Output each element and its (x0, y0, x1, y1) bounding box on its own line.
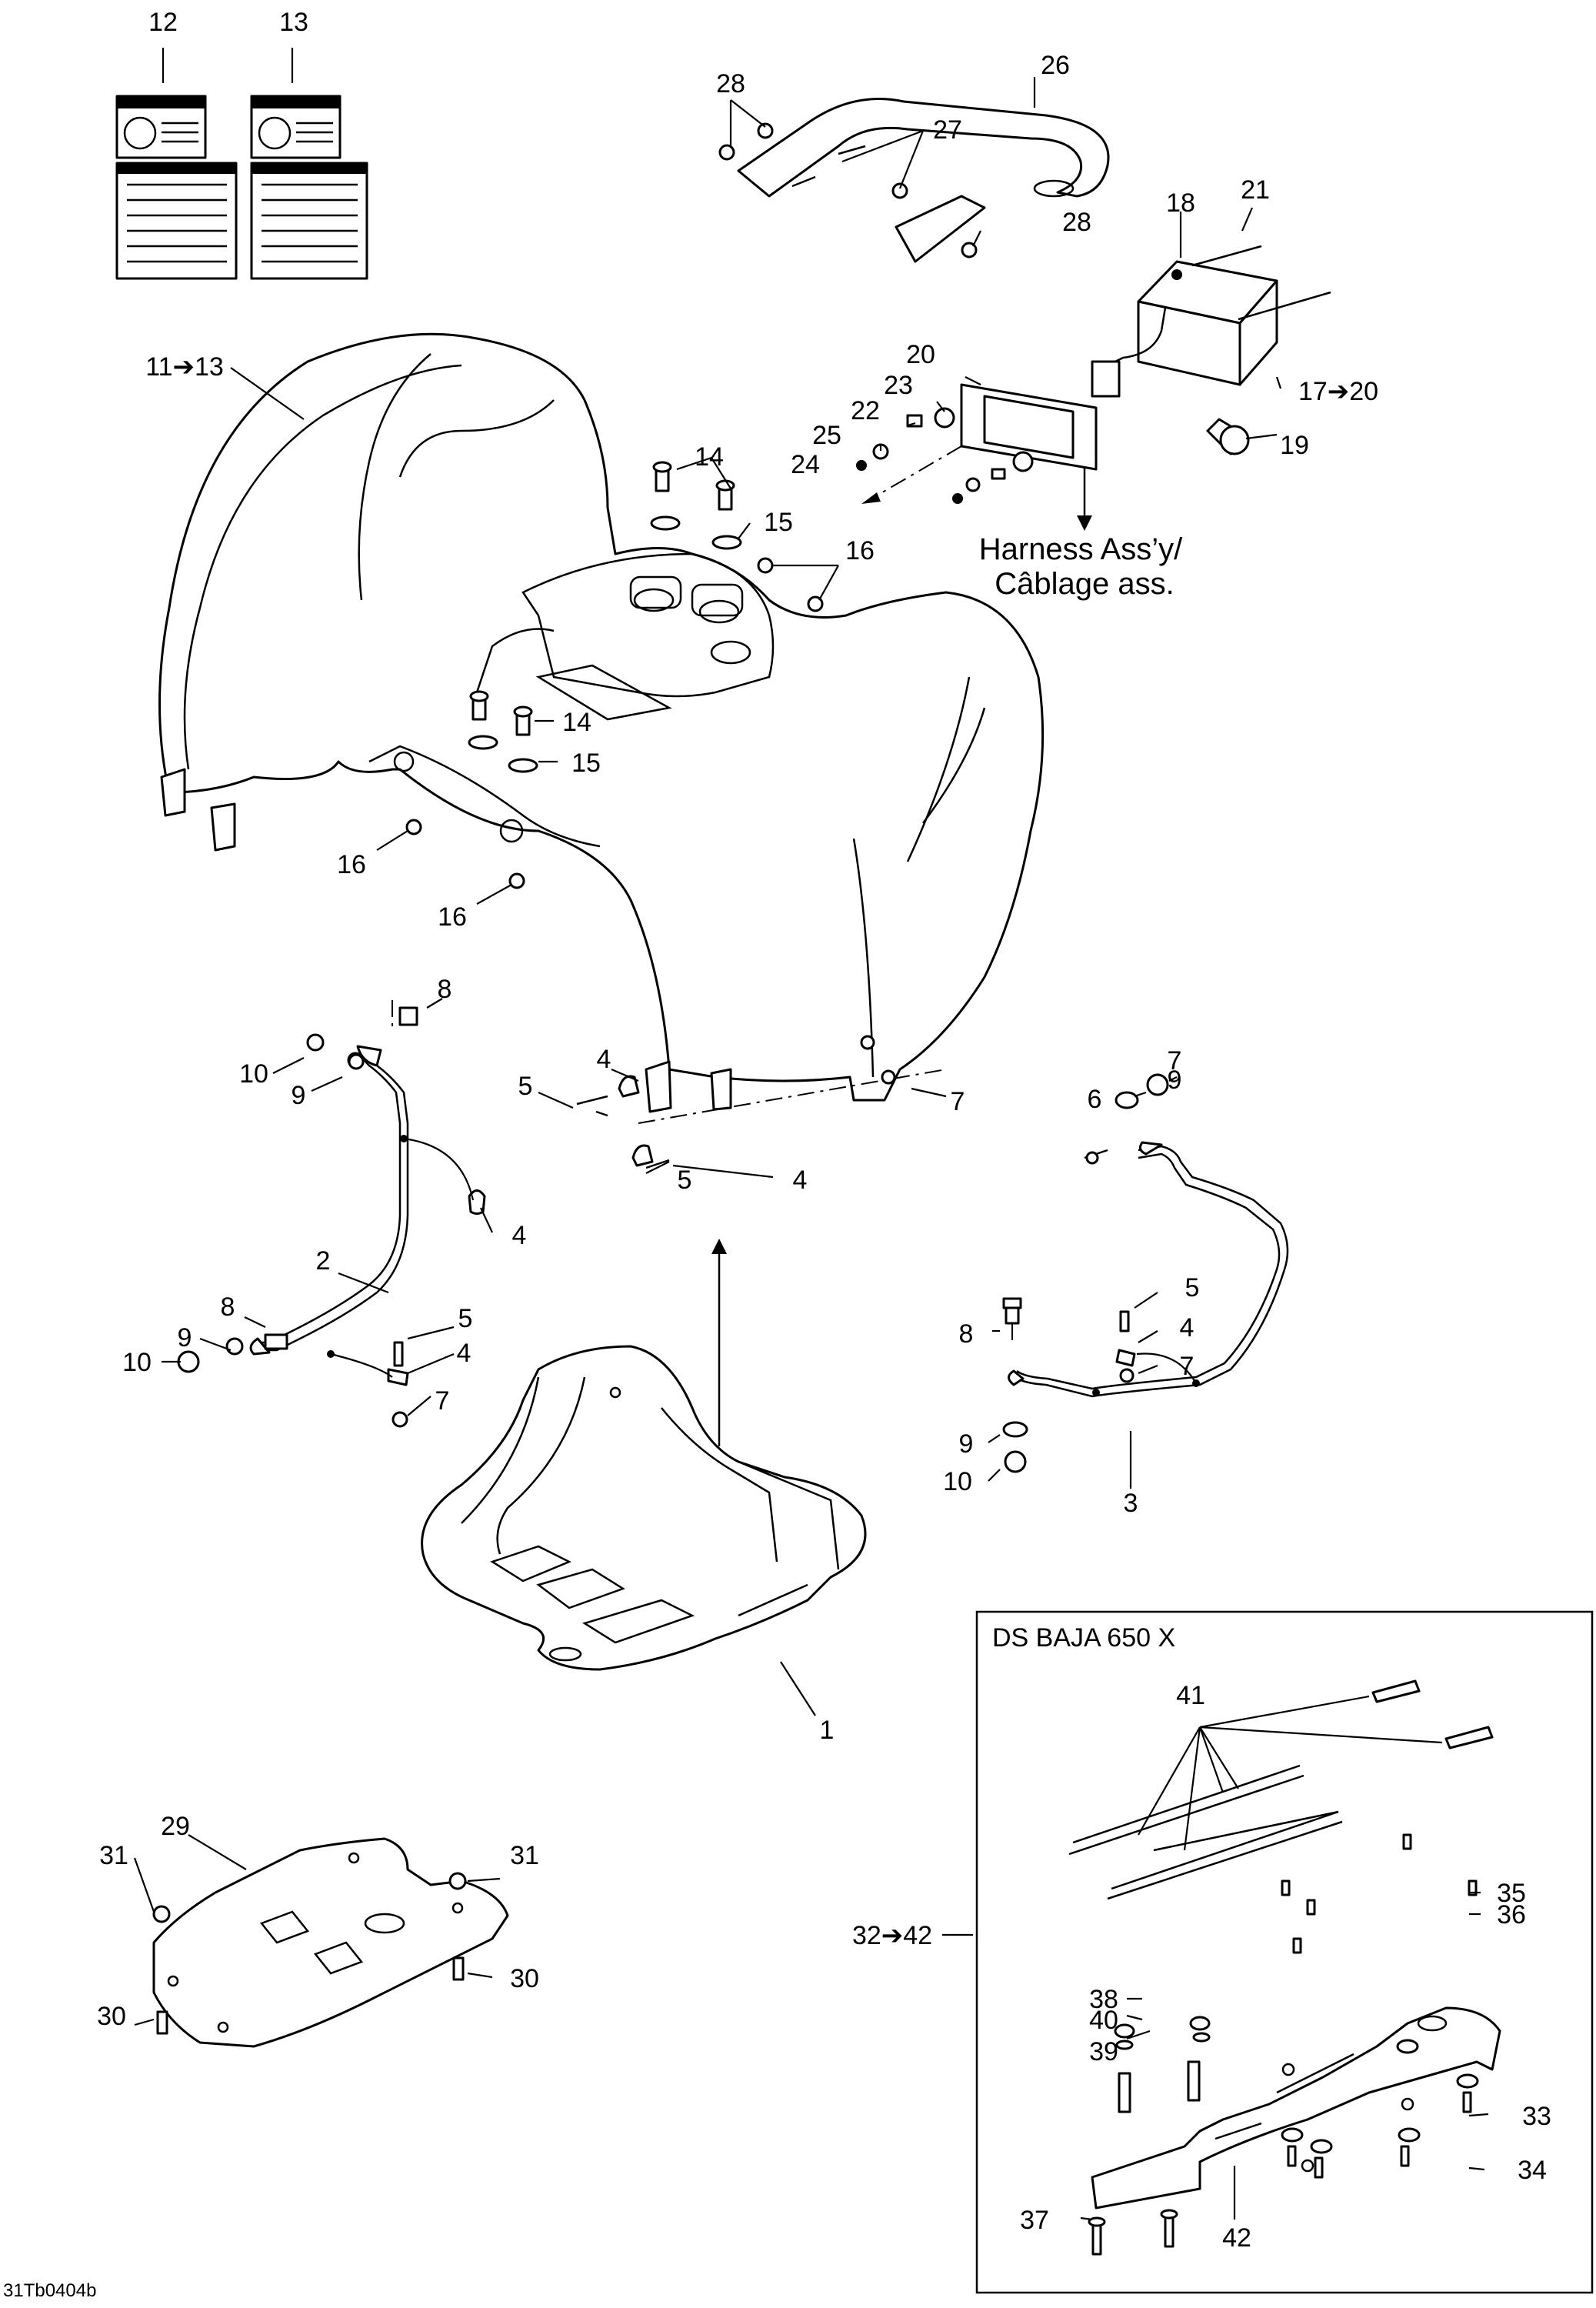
warning-label-13 (250, 95, 368, 280)
callout-23: 23 (884, 371, 913, 400)
callout-3: 3 (1124, 1489, 1138, 1518)
callout-30-right: 30 (510, 1964, 539, 1993)
callout-10-right: 10 (943, 1467, 972, 1496)
inset-parts (1068, 1679, 1501, 2256)
callout-10-left-bottom: 10 (122, 1348, 152, 1377)
callout-37: 37 (1020, 2206, 1049, 2235)
callout-32: 32➔42 (852, 1921, 932, 1950)
front-fender-1 (421, 1345, 867, 1671)
tail-light-18 (1091, 245, 1331, 398)
callout-5-left: 5 (458, 1304, 473, 1333)
callout-5-right: 5 (1185, 1273, 1200, 1302)
callout-38: 38 (1089, 1985, 1118, 2014)
callout-22: 22 (851, 396, 880, 425)
callout-4-right: 4 (1180, 1313, 1195, 1342)
callout-10-left-top: 10 (239, 1059, 268, 1089)
callout-8-left-top: 8 (438, 975, 452, 1004)
callout-4-center-bottom: 4 (793, 1166, 808, 1195)
callout-35: 35 (1497, 1879, 1526, 1908)
callout-7-left: 7 (435, 1386, 450, 1416)
bulb-19 (1206, 418, 1250, 455)
callout-14-mid: 14 (562, 708, 591, 737)
harness-note-line-2: Câblage ass. (995, 567, 1174, 601)
figure-code: 31Tb0404b (3, 2280, 96, 2301)
callout-9-left-bottom: 9 (178, 1323, 192, 1352)
callout-41: 41 (1176, 1681, 1205, 1710)
inset-title: DS BAJA 650 X (992, 1623, 1175, 1653)
callout-25: 25 (812, 421, 841, 450)
callout-31-right: 31 (510, 1841, 539, 1870)
callout-28-bottom: 28 (1062, 208, 1091, 237)
callout-31-left: 31 (99, 1841, 128, 1870)
callout-24: 24 (791, 450, 820, 479)
callout-40: 40 (1089, 2006, 1118, 2035)
callout-5-center-bottom: 5 (678, 1166, 692, 1195)
callout-16-left: 16 (337, 850, 366, 879)
callout-4-left: 4 (457, 1339, 471, 1368)
callout-7-right-top: 7 (1168, 1046, 1182, 1076)
callout-17: 17➔20 (1298, 377, 1378, 406)
callout-16-top: 16 (845, 536, 875, 565)
grab-bar-26 (718, 98, 1110, 263)
callout-28-top: 28 (716, 69, 745, 98)
callout-7-right: 7 (1180, 1352, 1195, 1381)
callout-21: 21 (1241, 175, 1270, 205)
fender-hardware (405, 461, 824, 889)
callouts: 12 13 28 26 27 28 18 21 20 23 22 25 24 1… (3, 8, 1551, 2301)
callout-29: 29 (161, 1812, 190, 1841)
callout-9-right-top: 9 (1168, 1066, 1182, 1095)
support-2 (249, 1045, 409, 1358)
callout-26: 26 (1041, 51, 1070, 80)
center-hardware (576, 1035, 947, 1169)
callout-34: 34 (1518, 2156, 1547, 2185)
callout-6: 6 (1088, 1085, 1102, 1114)
rear-fender-11 (158, 332, 1045, 1113)
inset-box (975, 1610, 1594, 2294)
callout-4-center-top: 4 (597, 1045, 611, 1074)
callout-27: 27 (933, 115, 962, 145)
support-3 (1008, 1141, 1289, 1398)
hardware-22-25 (856, 407, 1034, 504)
callout-12: 12 (148, 8, 178, 37)
callout-8-left-bottom: 8 (221, 1292, 235, 1322)
callout-13: 13 (279, 8, 308, 37)
harness-note-line-1: Harness Ass’y/ (979, 532, 1183, 566)
callout-14-top: 14 (695, 442, 724, 472)
callout-42: 42 (1222, 2223, 1251, 2253)
callout-7-center-right: 7 (951, 1087, 965, 1116)
support-2-hardware (177, 1000, 486, 1428)
callout-8-right: 8 (959, 1319, 974, 1349)
license-bracket-20 (960, 383, 1098, 471)
support-3-hardware (1002, 1073, 1169, 1473)
skid-plate-29 (152, 1837, 509, 2048)
callout-18: 18 (1166, 188, 1195, 218)
callout-4-left-mid: 4 (512, 1221, 527, 1250)
callout-5-center-left: 5 (518, 1072, 533, 1101)
callout-2: 2 (316, 1246, 331, 1276)
callout-11: 11➔13 (145, 352, 224, 382)
callout-30-left: 30 (97, 2002, 126, 2031)
callout-16-lower: 16 (438, 902, 467, 932)
callout-19: 19 (1280, 431, 1309, 460)
callout-20: 20 (906, 340, 935, 369)
callout-15-top: 15 (764, 508, 793, 537)
callout-39: 39 (1089, 2037, 1118, 2066)
callout-9-right: 9 (959, 1429, 974, 1459)
callout-9-left-top: 9 (292, 1081, 306, 1110)
warning-label-12 (115, 95, 238, 280)
callout-36: 36 (1497, 1900, 1526, 1929)
callout-15-mid: 15 (571, 749, 601, 778)
callout-33: 33 (1522, 2102, 1551, 2131)
callout-1: 1 (820, 1716, 835, 1745)
